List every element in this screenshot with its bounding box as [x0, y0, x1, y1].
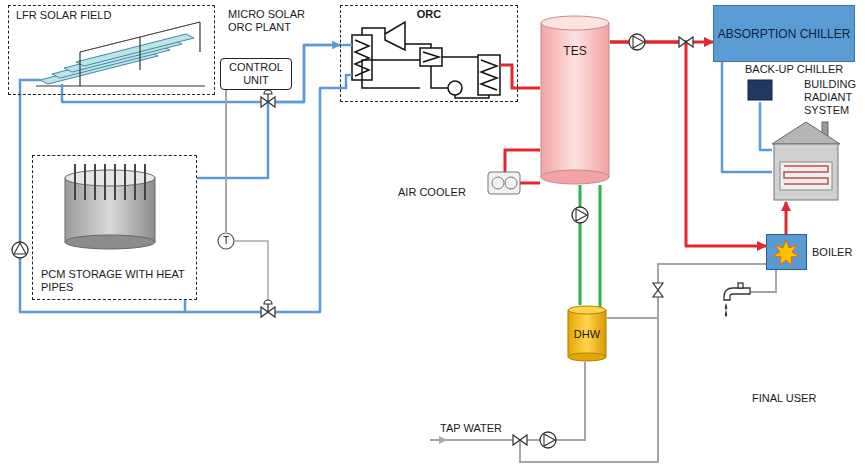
node-label: BUILDING RADIANT SYSTEM [804, 78, 858, 117]
free-label: AIR COOLER [398, 186, 466, 199]
node-label: ABSORPTION CHILLER [716, 26, 852, 41]
valve-symbol [261, 90, 275, 107]
valve-symbol [679, 37, 693, 47]
pipe-connector [20, 88, 340, 312]
node-label: LFR SOLAR FIELD [16, 9, 111, 22]
node-label: PCM STORAGE WITH HEAT PIPES [41, 268, 191, 294]
node-label: BOILER [812, 246, 852, 259]
pipe-connector [607, 264, 766, 318]
pipe-connector [579, 185, 582, 305]
tap-symbol [724, 283, 750, 316]
lfr-pipe-stubs [20, 80, 62, 95]
building-symbol: BUILDING RADIANT SYSTEM [772, 78, 858, 202]
pipe-connector [225, 90, 227, 232]
valve-symbol [513, 435, 527, 445]
valve-symbol [261, 300, 275, 317]
control-wires [235, 90, 268, 302]
free-label: FINAL USER [752, 392, 816, 405]
control-box: CONTROL UNIT [220, 58, 292, 90]
node-label: BACK-UP CHILLER [745, 63, 843, 76]
orc-cycle [352, 22, 500, 98]
free-label: TAP WATER [440, 422, 502, 435]
tap-water-arrow [432, 439, 446, 441]
pipe-connector [518, 87, 540, 90]
pipe-connector [197, 45, 340, 178]
lfr-structure [36, 22, 205, 86]
node-label: CONTROL UNIT [223, 61, 289, 87]
node-label: ORC [341, 8, 517, 21]
pump-symbol [629, 34, 645, 50]
chiller-box: ABSORPTION CHILLER [713, 5, 855, 62]
dashed-group-box: LFR SOLAR FIELD [8, 5, 215, 95]
pcm-pipe [184, 300, 187, 312]
valve-symbol [653, 283, 663, 297]
air-cooler-symbol [488, 172, 520, 194]
pipe-connector [760, 102, 772, 150]
node-label: T [219, 235, 233, 247]
node-label: DHW [569, 327, 605, 340]
free-label: MICRO SOLAR ORC PLANT [228, 8, 324, 34]
dhw-tank: DHW [567, 305, 607, 362]
dashed-group-box: ORC [340, 5, 518, 102]
dhw-return-pipe [599, 185, 602, 307]
pipe-connector [785, 202, 788, 234]
pipe-connector [610, 42, 766, 246]
orc-pipe-stubs [340, 45, 518, 88]
pipe-connector [722, 62, 772, 172]
pcm-tank [65, 164, 155, 249]
storage-tank: TES [540, 15, 610, 185]
temperature-sensor: T [217, 232, 235, 250]
tap-water-pipes [430, 270, 776, 462]
dashed-group-box: PCM STORAGE WITH HEAT PIPES [32, 155, 197, 300]
boiler: BOILER [766, 234, 861, 270]
node-shape [540, 15, 610, 185]
node-label: TES [540, 45, 610, 58]
pump-symbol [540, 432, 556, 448]
pipe-connector [62, 45, 340, 102]
pump-symbol [12, 242, 28, 258]
lfr-collector [40, 34, 194, 84]
pump-symbol [572, 207, 588, 223]
